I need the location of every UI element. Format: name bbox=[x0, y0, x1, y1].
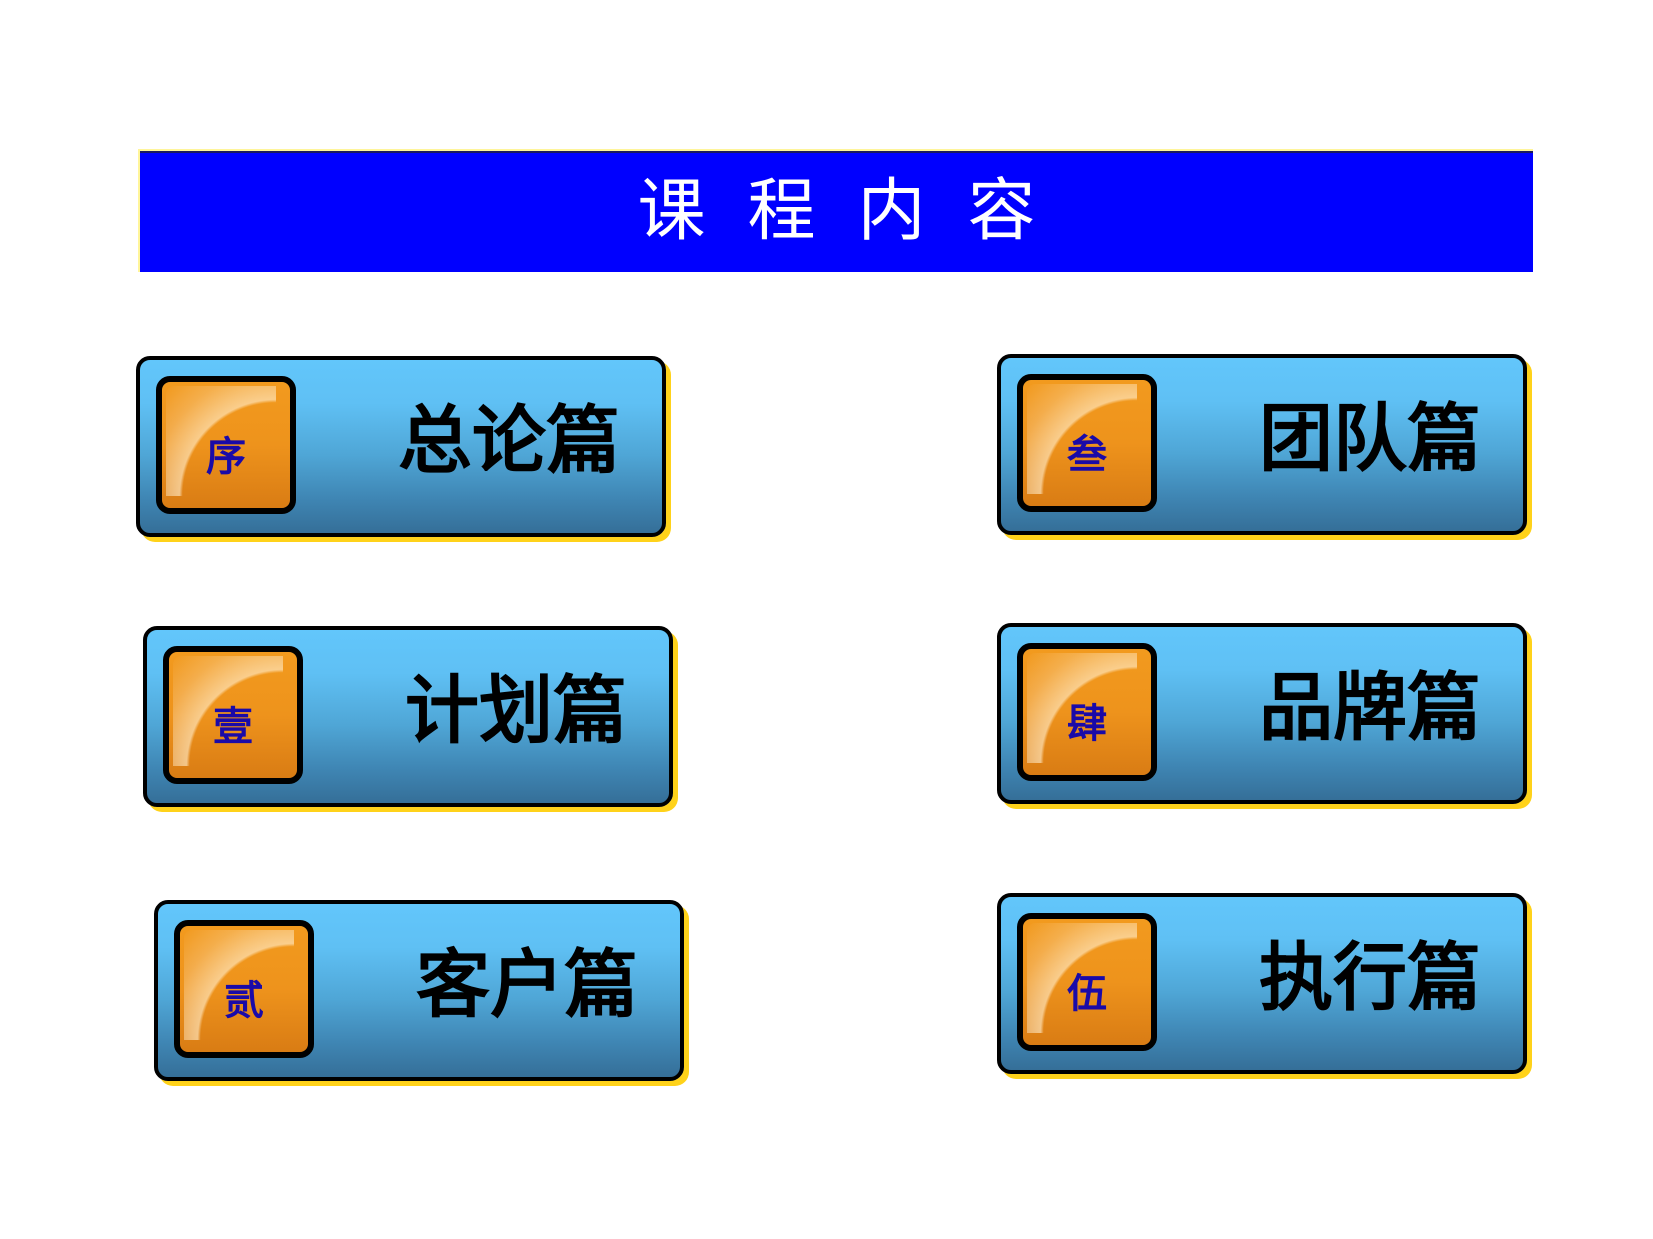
section-number-badge: 贰 bbox=[174, 920, 314, 1058]
section-card-customer[interactable]: 贰 客户篇 bbox=[154, 900, 684, 1081]
section-number-badge: 序 bbox=[156, 376, 296, 514]
page-title: 课程内容 bbox=[637, 171, 1078, 251]
section-number-badge: 肆 bbox=[1017, 643, 1157, 781]
section-card-plan[interactable]: 壹 计划篇 bbox=[143, 626, 673, 807]
section-number: 叁 bbox=[1067, 432, 1107, 478]
section-number: 壹 bbox=[213, 704, 253, 750]
section-number-badge: 伍 bbox=[1017, 913, 1157, 1051]
section-number: 肆 bbox=[1067, 701, 1107, 747]
section-number-badge: 壹 bbox=[163, 646, 303, 784]
section-card-execution[interactable]: 伍 执行篇 bbox=[997, 893, 1527, 1074]
section-title: 客户篇 bbox=[416, 942, 638, 1028]
section-number: 伍 bbox=[1067, 971, 1107, 1017]
section-number-badge: 叁 bbox=[1017, 374, 1157, 512]
section-title: 品牌篇 bbox=[1259, 665, 1481, 751]
section-card-overview[interactable]: 序 总论篇 bbox=[136, 356, 666, 537]
section-number: 贰 bbox=[224, 978, 264, 1024]
section-title: 总论篇 bbox=[398, 398, 620, 484]
section-title: 计划篇 bbox=[405, 668, 627, 754]
title-banner: 课程内容 bbox=[138, 149, 1533, 272]
section-card-brand[interactable]: 肆 品牌篇 bbox=[997, 623, 1527, 804]
section-number: 序 bbox=[206, 434, 246, 480]
section-title: 团队篇 bbox=[1259, 396, 1481, 482]
section-card-team[interactable]: 叁 团队篇 bbox=[997, 354, 1527, 535]
section-title: 执行篇 bbox=[1259, 935, 1481, 1021]
